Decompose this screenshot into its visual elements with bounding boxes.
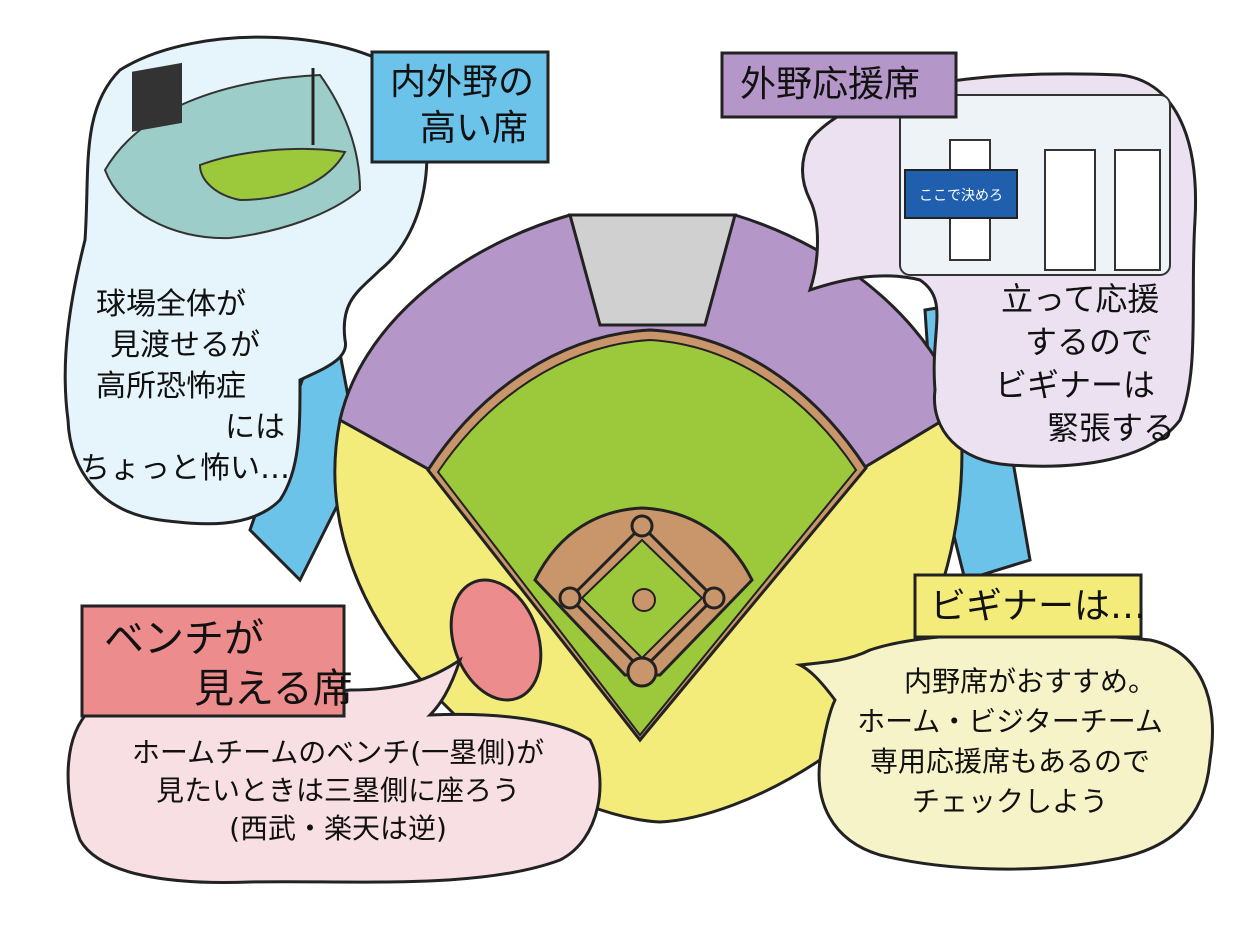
cheering-fans-illustration: ここで決めろ	[899, 94, 1171, 276]
label-bench-view: ベンチが 見える席	[104, 614, 353, 714]
text-high-seats-line-4: には	[225, 410, 285, 445]
text-bench-view-line-3: (西武・楽天は逆)	[229, 812, 447, 845]
label-box-beginner	[913, 573, 1143, 639]
text-high-seats-line-5: ちょっと怖い…	[80, 451, 290, 486]
label-high-seats-line-1: 内外野の	[390, 62, 535, 103]
cheer-banner-text: ここで決めろ	[919, 188, 1003, 204]
label-high-seats: 内外野の 高い席	[390, 60, 534, 152]
text-outfield-cheer-line-3: ビギナーは	[995, 366, 1156, 404]
label-box-bench-view	[80, 604, 346, 718]
cloud-beginner	[794, 631, 1214, 871]
text-outfield-cheer: 立って応援 するので ビギナーは 緊張する	[995, 278, 1175, 450]
bench-view-seats	[449, 578, 543, 702]
text-bench-view: ホームチームのベンチ(一塁側)が 見たいときは三塁側に座ろう (西武・楽天は逆)	[98, 734, 578, 848]
fan-uniform-2	[1044, 149, 1096, 271]
text-beginner-line-1: 内野席がおすすめ。	[903, 665, 1156, 698]
scoreboard	[132, 62, 182, 132]
text-outfield-cheer-line-4: 緊張する	[1047, 409, 1176, 447]
text-high-seats-line-1: 球場全体が	[96, 287, 246, 322]
text-high-seats: 球場全体が 見渡せるが 高所恐怖症 には ちょっと怖い…	[80, 284, 290, 489]
first-base	[702, 586, 726, 610]
label-bench-view-line-2: 見える席	[194, 666, 353, 712]
label-bench-view-line-1: ベンチが	[104, 616, 264, 662]
third-base	[558, 586, 582, 610]
text-beginner-line-4: チェックしよう	[911, 785, 1108, 818]
fan-uniform-3	[1114, 149, 1161, 271]
text-beginner-line-3: 専用応援席もあるので	[869, 745, 1150, 778]
stadium-field	[198, 147, 347, 202]
label-beginner: ビギナーは…	[930, 586, 1147, 627]
text-bench-view-line-1: ホームチームのベンチ(一塁側)が	[131, 736, 545, 769]
text-high-seats-line-3: 高所恐怖症	[96, 369, 246, 404]
text-beginner: 内野席がおすすめ。 ホーム・ビジターチーム 専用応援席もあるので チェックしよう	[840, 662, 1180, 822]
cheer-banner	[904, 169, 1018, 219]
text-bench-view-line-2: 見たいときは三塁側に座ろう	[155, 774, 520, 807]
text-high-seats-line-2: 見渡せるが	[110, 328, 260, 363]
label-box-outfield-cheer	[720, 51, 958, 119]
second-base	[630, 514, 654, 538]
label-box-high-seats	[370, 50, 550, 164]
text-beginner-line-2: ホーム・ビジターチーム	[857, 705, 1163, 738]
text-outfield-cheer-line-2: するので	[1025, 323, 1154, 361]
label-high-seats-line-2: 高い席	[420, 108, 529, 149]
label-outfield-cheer: 外野応援席	[740, 64, 921, 105]
stadium-illustration	[103, 62, 362, 240]
center-seats	[568, 213, 737, 327]
pitchers-mound	[632, 588, 656, 612]
home-plate	[626, 656, 658, 688]
text-outfield-cheer-line-1: 立って応援	[1001, 280, 1160, 318]
